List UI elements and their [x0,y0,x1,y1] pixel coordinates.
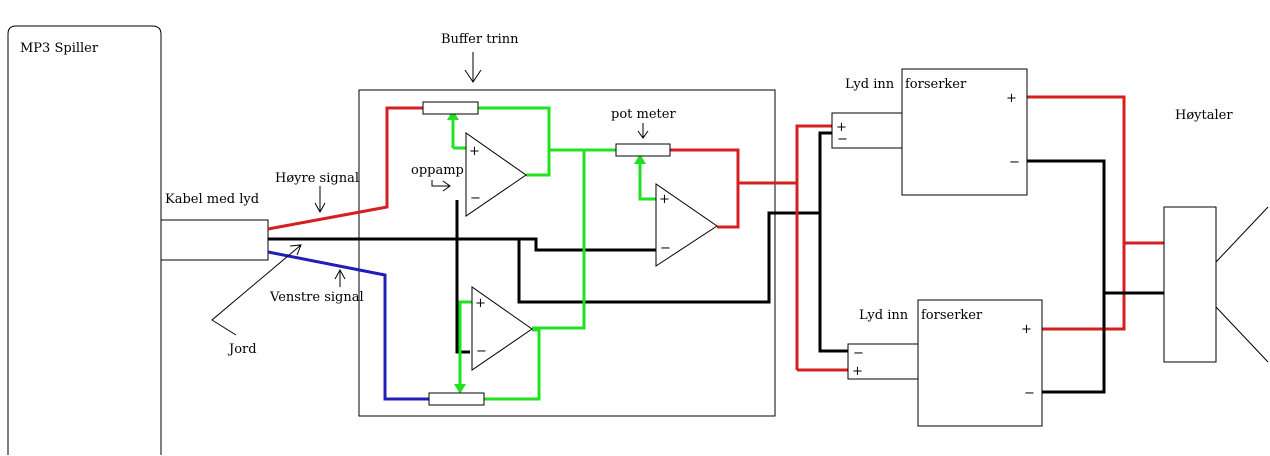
speaker-minus-wire-bottom [1042,293,1106,394]
left-signal-wire [267,250,429,401]
amp-top-label: forserker [905,77,967,92]
buffer-stage-label: Buffer trinn [441,32,519,47]
speaker-label: Høytaler [1175,108,1233,123]
cable-label: Kabel med lyd [165,192,259,207]
green-top-loop-wire [478,106,551,177]
pot-meter [615,143,671,157]
speaker-minus-wire-top [1027,159,1164,295]
buffer-stage-arrow [464,52,482,83]
amp-bottom-label: forserker [921,308,983,323]
right-signal-label: Høyre signal [275,171,359,186]
right-signal-arrow [314,186,326,214]
amp-bottom-out-minus: − [1024,386,1035,401]
amp-top-input-box [831,112,903,149]
ground-to-amp-top-wire [818,131,833,213]
opamp-output-plus: + [659,192,670,207]
mp3-player-box [7,25,162,455]
ground-return-wire [517,211,848,353]
amp-top-box [901,68,1028,196]
amp-top-out-minus: − [1009,155,1020,170]
opamp-top-plus: + [469,144,480,159]
pot-bottom [428,392,485,406]
audio-in-top-label: Lyd inn [845,77,895,92]
cable-box [160,219,269,261]
red-pot-to-out-wire [670,148,740,229]
opamp-arrow [431,180,451,192]
ground-wire [268,237,656,252]
amp-top-input-plus: + [836,120,847,135]
pot-top [422,101,479,115]
amp-bottom-input-minus: − [853,346,864,361]
opamp-bottom-minus: − [476,344,487,359]
ground-pointer [211,244,302,336]
opamp-bottom [471,286,533,371]
green-arrow-top [447,110,459,120]
green-arrow-bottom [454,384,466,394]
left-signal-arrow [334,268,346,287]
mp3-player-label: MP3 Spiller [20,41,99,56]
amp-bottom-input-plus: + [852,364,863,379]
green-bus-wire [532,150,586,330]
red-to-amp-top-wire [795,124,833,370]
amp-top-out-plus: + [1006,91,1017,106]
opamp-output-minus: − [660,241,671,256]
opamp-top [465,132,527,217]
speaker-body [1163,206,1217,363]
green-bottom-loop-wire [484,328,541,401]
pot-meter-arrow [637,123,649,139]
audio-in-bottom-label: Lyd inn [859,308,909,323]
green-arrow-pot [634,154,646,164]
pot-meter-label: pot meter [611,107,676,122]
opamp-top-minus: − [470,191,481,206]
opamp-label: oppamp [411,163,464,178]
green-pot-wiper-wire [638,160,658,201]
opamp-output [655,183,718,267]
right-signal-wire [267,106,423,231]
amp-bottom-out-plus: + [1021,322,1032,337]
speaker-plus-wire-bottom [1042,243,1126,331]
speaker-plus-wire-top [1027,95,1164,245]
ground-label: Jord [227,342,257,357]
left-signal-label: Venstre signal [269,290,364,305]
opamp-ground-wire [455,200,470,354]
speaker-cone [1215,206,1269,363]
amp-bottom-box [917,299,1043,427]
amp-top-input-minus: − [837,132,848,147]
opamp-bottom-plus: + [475,296,486,311]
buffer-stage-box [358,89,776,417]
green-bottom-feedback-wire [458,300,472,388]
